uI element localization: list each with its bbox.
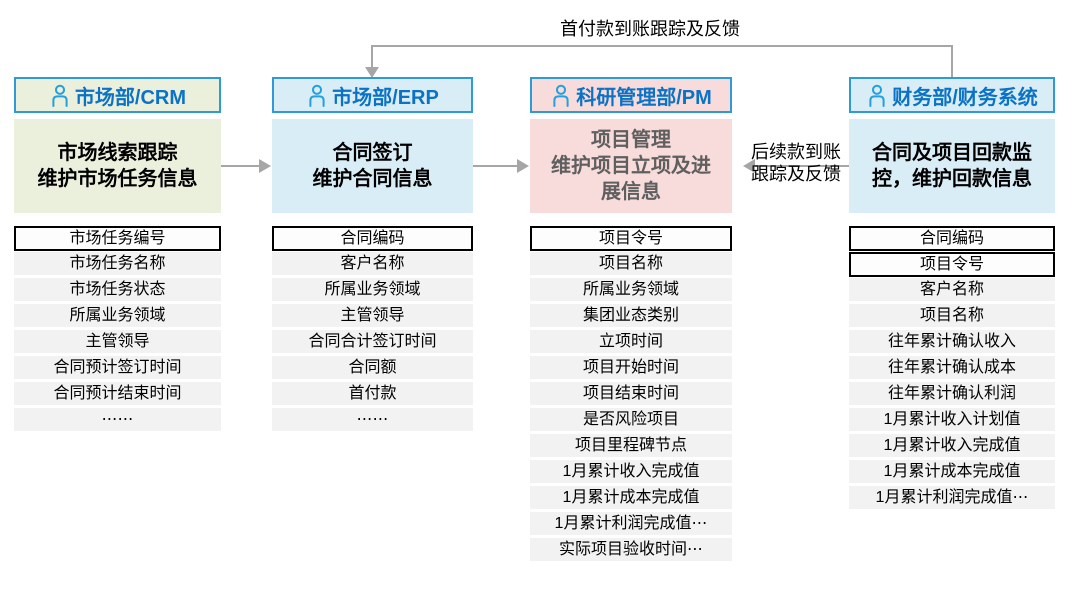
field-row: 主管领导 — [14, 330, 221, 353]
department-name: 财务部/财务系统 — [892, 86, 1038, 109]
person-icon — [49, 83, 71, 108]
field-row: 合同预计结束时间 — [14, 382, 221, 405]
field-row: 1月累计利润完成值⋯ — [530, 512, 732, 535]
field-row: 是否风险项目 — [530, 408, 732, 431]
field-row: 1月累计收入计划值 — [849, 408, 1055, 431]
field-row: 1月累计收入完成值 — [530, 460, 732, 483]
department-header: 科研管理部/PM — [530, 77, 732, 113]
field-list: 合同编码 项目令号 客户名称 项目名称 往年累计确认收入 往年累计确认成本 往年… — [849, 226, 1055, 509]
field-row: 往年累计确认收入 — [849, 330, 1055, 353]
field-row: 所属业务领域 — [14, 304, 221, 327]
field-row: 市场任务名称 — [14, 252, 221, 275]
field-row: 实际项目验收时间⋯ — [530, 538, 732, 561]
flow-arrow-erp-pm-head — [517, 159, 529, 173]
field-row: 客户名称 — [272, 252, 473, 275]
field-row: 首付款 — [272, 382, 473, 405]
column-research-pm: 科研管理部/PM 项目管理 维护项目立项及进 展信息 项目令号 项目名称 所属业… — [530, 77, 732, 564]
field-row: 项目令号 — [530, 226, 732, 251]
process-description-box: 市场线索跟踪 维护市场任务信息 — [14, 119, 221, 213]
field-row: 1月累计成本完成值 — [530, 486, 732, 509]
field-row: 市场任务状态 — [14, 278, 221, 301]
field-row: 往年累计确认利润 — [849, 382, 1055, 405]
department-header: 市场部/ERP — [272, 77, 473, 113]
field-row: 1月累计收入完成值 — [849, 434, 1055, 457]
field-row: ⋯⋯ — [272, 408, 473, 431]
field-row: 所属业务领域 — [530, 278, 732, 301]
department-header: 市场部/CRM — [14, 77, 221, 113]
field-row: 主管领导 — [272, 304, 473, 327]
field-row: 合同合计签订时间 — [272, 330, 473, 353]
flow-arrow-crm-erp-head — [259, 159, 271, 173]
feedback-top-label: 首付款到账跟踪及反馈 — [560, 19, 740, 39]
feedback-top-line — [371, 45, 953, 77]
field-row: 项目里程碑节点 — [530, 434, 732, 457]
field-row: 客户名称 — [849, 278, 1055, 301]
field-row: 合同编码 — [849, 226, 1055, 251]
field-row: 立项时间 — [530, 330, 732, 353]
field-row: 合同额 — [272, 356, 473, 379]
department-header: 财务部/财务系统 — [849, 77, 1055, 113]
field-row: 合同编码 — [272, 226, 473, 251]
field-list: 市场任务编号 市场任务名称 市场任务状态 所属业务领域 主管领导 合同预计签订时… — [14, 226, 221, 431]
process-description-box: 项目管理 维护项目立项及进 展信息 — [530, 119, 732, 213]
field-row: 项目开始时间 — [530, 356, 732, 379]
field-list: 合同编码 客户名称 所属业务领域 主管领导 合同合计签订时间 合同额 首付款 ⋯… — [272, 226, 473, 431]
department-name: 市场部/ERP — [332, 86, 439, 109]
field-row: 合同预计签订时间 — [14, 356, 221, 379]
department-name: 市场部/CRM — [74, 86, 187, 109]
process-description: 市场线索跟踪 维护市场任务信息 — [37, 142, 198, 190]
field-row: 集团业态类别 — [530, 304, 732, 327]
column-market-erp: 市场部/ERP 合同签订 维护合同信息 合同编码 客户名称 所属业务领域 主管领… — [272, 77, 473, 434]
field-row: 往年累计确认成本 — [849, 356, 1055, 379]
process-description-box: 合同及项目回款监 控，维护回款信息 — [849, 119, 1055, 213]
process-description: 项目管理 维护项目立项及进 展信息 — [551, 129, 711, 203]
flow-arrow-finance-pm-head — [743, 159, 755, 173]
feedback-side-label: 后续款到账 跟踪及反馈 — [751, 142, 841, 184]
field-row: 项目令号 — [849, 252, 1055, 277]
field-row: 项目名称 — [530, 252, 732, 275]
process-description: 合同及项目回款监 控，维护回款信息 — [872, 142, 1032, 190]
field-row: 1月累计成本完成值 — [849, 460, 1055, 483]
field-row: 项目结束时间 — [530, 382, 732, 405]
process-description-box: 合同签订 维护合同信息 — [272, 119, 473, 213]
person-icon — [306, 83, 328, 108]
field-row: ⋯⋯ — [14, 408, 221, 431]
department-name: 科研管理部/PM — [576, 86, 712, 109]
column-finance-system: 财务部/财务系统 合同及项目回款监 控，维护回款信息 合同编码 项目令号 客户名… — [849, 77, 1055, 512]
field-row: 1月累计利润完成值⋯ — [849, 486, 1055, 509]
process-description: 合同签订 维护合同信息 — [312, 142, 433, 190]
person-icon — [866, 83, 888, 108]
field-row: 所属业务领域 — [272, 278, 473, 301]
feedback-top-arrowhead — [365, 67, 379, 78]
field-list: 项目令号 项目名称 所属业务领域 集团业态类别 立项时间 项目开始时间 项目结束… — [530, 226, 732, 561]
person-icon — [550, 83, 572, 108]
field-row: 市场任务编号 — [14, 226, 221, 251]
field-row: 项目名称 — [849, 304, 1055, 327]
column-market-crm: 市场部/CRM 市场线索跟踪 维护市场任务信息 市场任务编号 市场任务名称 市场… — [14, 77, 221, 434]
